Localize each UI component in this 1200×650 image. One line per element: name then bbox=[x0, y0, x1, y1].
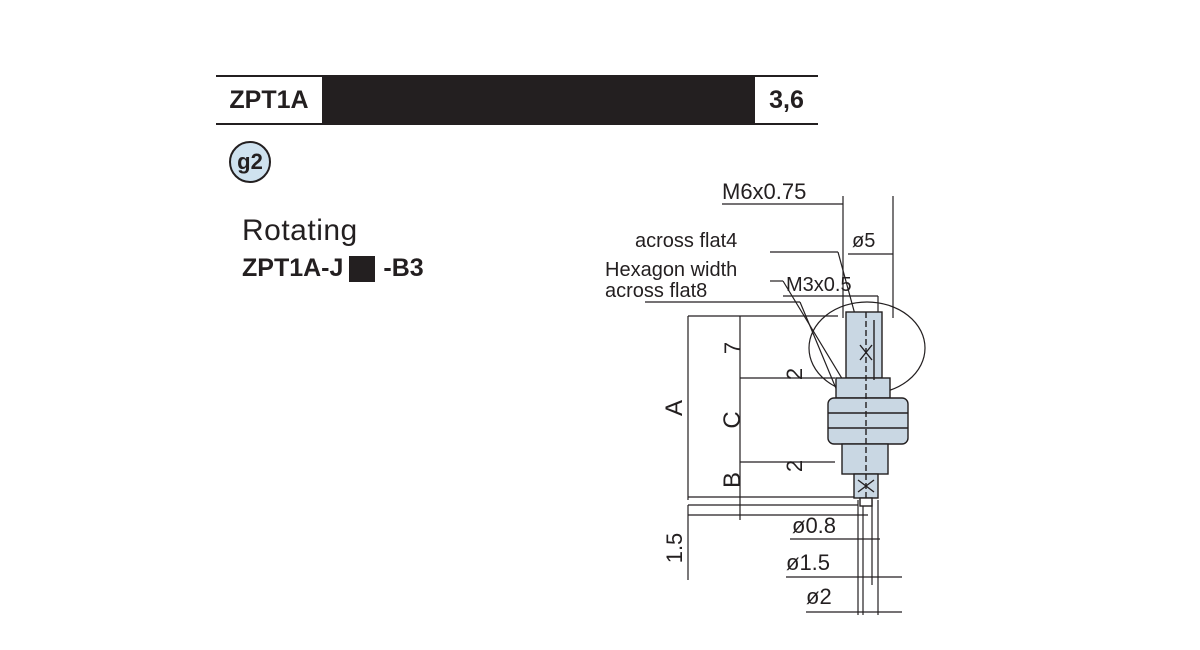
variant-title: Rotating bbox=[242, 214, 358, 247]
dim-2-lower: 2 bbox=[782, 460, 807, 472]
dim-C: C bbox=[719, 411, 746, 428]
dim-dia1-5: ø1.5 bbox=[786, 550, 830, 575]
header-band: ZPT1A 3,6 bbox=[216, 75, 818, 125]
model-code: ZPT1A-J -B3 bbox=[242, 254, 424, 283]
dim-dia0-8: ø0.8 bbox=[792, 513, 836, 538]
dim-across-flat4: across flat4 bbox=[635, 230, 737, 252]
dim-thread-m6: M6x0.75 bbox=[722, 179, 806, 204]
model-code-suffix: -B3 bbox=[383, 254, 424, 282]
dim-1-5: 1.5 bbox=[662, 533, 687, 564]
dim-A: A bbox=[661, 400, 688, 416]
dim-dia5: ø5 bbox=[852, 230, 875, 252]
variant-badge: g2 bbox=[229, 141, 271, 183]
dim-across-flat8: across flat8 bbox=[605, 280, 707, 302]
dim-thread-m3: M3x0.5 bbox=[786, 274, 852, 296]
model-code-prefix: ZPT1A-J bbox=[242, 254, 344, 282]
dim-7: 7 bbox=[720, 342, 745, 354]
dim-dia2: ø2 bbox=[806, 584, 832, 609]
header-model: ZPT1A bbox=[229, 85, 309, 114]
header-pages: 3,6 bbox=[769, 85, 804, 114]
model-code-placeholder-box bbox=[349, 255, 376, 282]
header-black-bar bbox=[322, 77, 755, 123]
dim-2-upper: 2 bbox=[782, 368, 807, 380]
pad-body bbox=[827, 311, 909, 507]
dim-B: B bbox=[719, 472, 746, 488]
dim-hexagon-width: Hexagon width bbox=[605, 259, 737, 281]
